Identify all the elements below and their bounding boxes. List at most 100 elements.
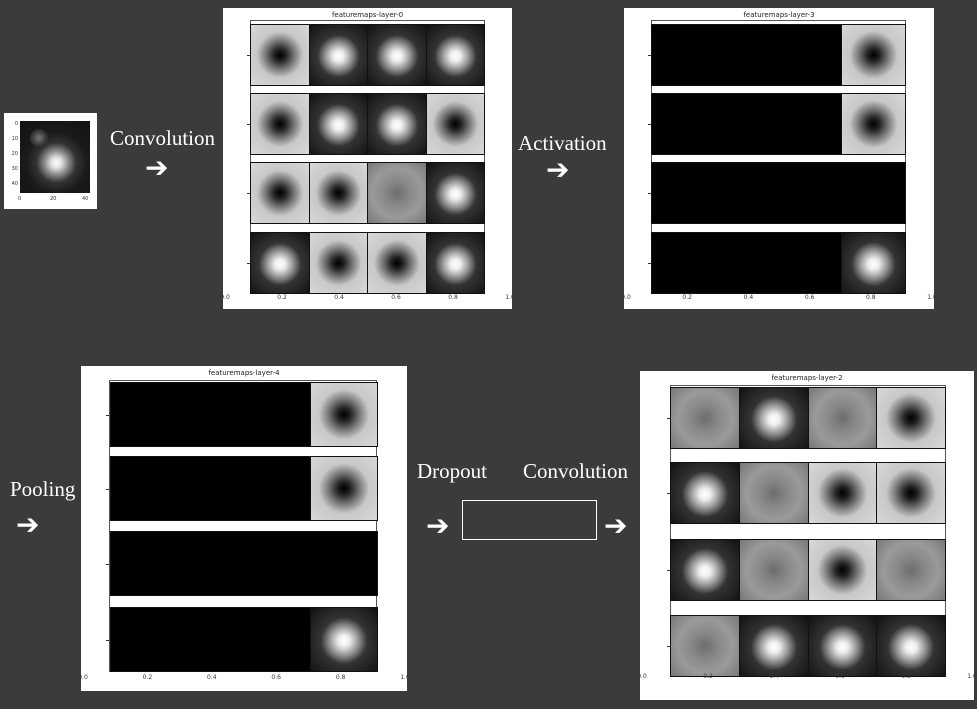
featuremap-cell — [425, 94, 484, 154]
x-tick-label: 0.2 — [682, 294, 692, 301]
x-tick-label: 0.8 — [866, 294, 876, 301]
featuremap-cell — [251, 233, 309, 293]
y-tick-mark — [247, 55, 250, 56]
featuremap-cell — [309, 608, 377, 671]
featuremap-cell — [715, 25, 778, 85]
featuremap-cell — [841, 94, 905, 154]
featuremap-cell — [308, 94, 367, 154]
dropout-box — [462, 500, 597, 540]
input-image-blob — [30, 129, 48, 147]
featuremap-cell — [715, 163, 779, 223]
arrow-right-icon: ➔ — [546, 153, 570, 186]
y-tick-mark — [667, 646, 670, 647]
featuremap-row — [670, 462, 946, 524]
y-tick-label: 30 — [11, 166, 18, 172]
featuremap-cell — [251, 94, 309, 154]
featuremap-cell — [308, 25, 367, 85]
y-tick-mark — [247, 263, 250, 264]
featuremap-row — [250, 93, 485, 155]
featuremap-cell — [309, 457, 377, 520]
featuremap-cell — [778, 25, 841, 85]
featuremap-row — [110, 456, 378, 521]
featuremap-row — [110, 607, 378, 672]
featuremap-cell — [310, 532, 377, 595]
featuremap-cell — [367, 25, 426, 85]
x-tick-label: 1.0 — [505, 294, 515, 301]
featuremap-cell — [308, 233, 367, 293]
featuremap-cell — [715, 94, 778, 154]
x-tick-label: 0.2 — [703, 673, 713, 680]
featuremap-row — [651, 93, 906, 155]
featuremap-row — [670, 615, 946, 677]
x-tick-label: 0.0 — [220, 294, 230, 301]
featuremap-cell — [308, 163, 367, 223]
featuremap-cell — [807, 463, 877, 523]
x-tick-label: 0.4 — [769, 673, 779, 680]
featuremap-row — [651, 24, 906, 86]
arrow-right-icon: ➔ — [145, 151, 169, 184]
featuremap-row — [250, 24, 485, 86]
pooling-label: Pooling — [10, 477, 76, 501]
x-tick-label: 0.8 — [901, 673, 911, 680]
x-tick-label: 0.0 — [78, 674, 88, 681]
featuremap-cell — [671, 616, 739, 676]
y-tick-mark — [648, 263, 651, 264]
featuremap-cell — [177, 383, 244, 446]
x-tick-label: 0.6 — [391, 294, 401, 301]
featuremap-row — [651, 232, 906, 294]
featuremap-cell — [841, 163, 905, 223]
input-image — [20, 121, 90, 193]
featuremap-cell — [876, 540, 945, 600]
featuremap-cell — [244, 532, 311, 595]
x-tick-label: 0.2 — [277, 294, 287, 301]
activation-label: Activation — [518, 131, 607, 155]
featuremap-cell — [177, 608, 244, 671]
featuremap-cell — [671, 388, 739, 448]
convolution-label-1: Convolution — [110, 126, 216, 150]
featuremap-cell — [425, 25, 484, 85]
x-tick-label: 0.0 — [621, 294, 631, 301]
x-tick-label: 0 — [18, 196, 22, 202]
panel-title: featuremaps-layer-2 — [771, 374, 843, 382]
convolution-label-2: Convolution — [523, 459, 629, 483]
featuremap-cell — [367, 94, 426, 154]
x-tick-label: 0.4 — [207, 674, 217, 681]
x-tick-label: 1.0 — [400, 674, 410, 681]
x-tick-label: 0.2 — [142, 674, 153, 681]
x-tick-label: 0.4 — [334, 294, 344, 301]
featuremap-cell — [309, 383, 377, 446]
featuremap-cell — [243, 383, 310, 446]
featuremap-cell — [425, 233, 484, 293]
arrow-right-icon: ➔ — [604, 509, 628, 542]
arrow-right-icon: ➔ — [426, 509, 450, 542]
featuremap-cell — [251, 25, 309, 85]
featuremap-cell — [778, 163, 842, 223]
featuremap-cell — [738, 388, 808, 448]
featuremap-cell — [111, 608, 178, 671]
panel-title: featuremaps-layer-4 — [208, 369, 280, 377]
y-tick-mark — [667, 570, 670, 571]
featuremap-row — [670, 539, 946, 601]
y-tick-label: 40 — [11, 181, 18, 187]
y-tick-mark — [106, 563, 109, 565]
x-tick-label: 0.6 — [835, 673, 845, 680]
featuremap-cell — [738, 463, 808, 523]
featuremap-row — [110, 382, 378, 447]
featuremap-cell — [778, 233, 841, 293]
featuremap-cell — [841, 233, 905, 293]
y-tick-mark — [106, 639, 109, 641]
featuremap-cell — [111, 457, 178, 520]
x-tick-label: 0.4 — [743, 294, 754, 301]
featuremap-cell — [251, 163, 309, 223]
featuremap-cell — [807, 616, 877, 676]
featuremap-cell — [177, 457, 244, 520]
featuremap-cell — [876, 388, 945, 448]
panel-title: featuremaps-layer-3 — [743, 11, 815, 19]
featuremap-cell — [671, 540, 739, 600]
y-tick-mark — [667, 418, 670, 419]
